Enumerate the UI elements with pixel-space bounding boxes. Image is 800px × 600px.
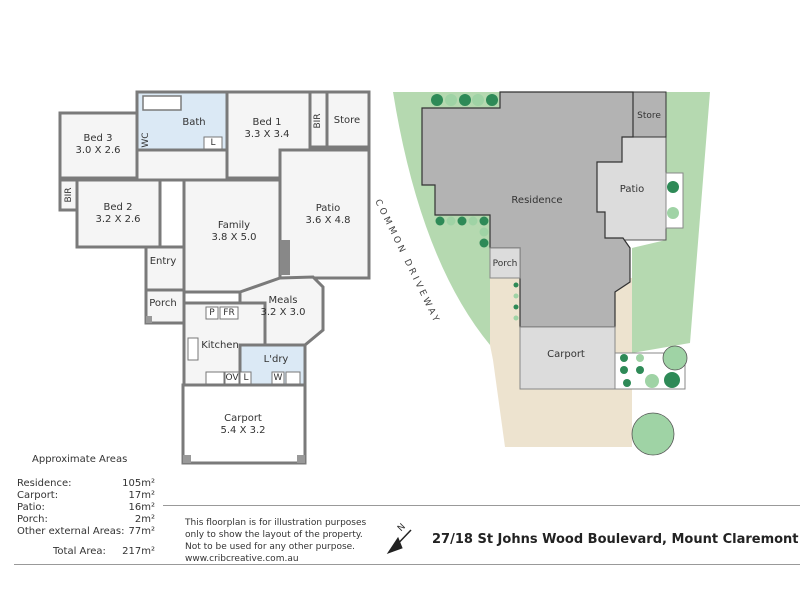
room-label-kitchen: Kitchen [201, 340, 239, 351]
room-hall [135, 148, 229, 182]
room-label-store: Store [333, 115, 361, 126]
fixture-wc: WC [141, 132, 151, 148]
room-label-bath: Bath [182, 117, 206, 128]
divider [14, 564, 800, 565]
fixture-oven: OV [225, 373, 239, 383]
fireplace [280, 240, 290, 275]
room-bed2 [75, 178, 162, 249]
room-label-bir1: BIR [313, 113, 323, 129]
room-label-porch: Porch [149, 298, 177, 309]
areas-title: Approximate Areas [32, 454, 128, 465]
floor-plan [58, 90, 371, 465]
site-label-patio: Patio [619, 184, 645, 195]
room-label-laundry: L'dry [263, 354, 289, 365]
fixture-fridge: FR [223, 308, 235, 318]
site-label-porch: Porch [492, 259, 518, 269]
area-row: Porch:2m² [17, 514, 155, 525]
north-arrow-icon [386, 529, 412, 554]
room-store [325, 90, 371, 149]
room-label-entry: Entry [149, 256, 177, 267]
room-family [182, 178, 282, 294]
fixture-washer: W [273, 373, 283, 383]
site-plan [393, 91, 710, 456]
bathtub [142, 95, 182, 111]
fixture-linen: L [210, 138, 216, 148]
area-row: Patio:16m² [17, 502, 155, 513]
site-label-residence: Residence [511, 195, 563, 206]
divider [163, 505, 800, 506]
room-label-bir2: BIR [64, 187, 74, 203]
residence-block [421, 91, 634, 328]
site-label-store: Store [637, 111, 661, 121]
area-row: Residence:105m² [17, 478, 155, 489]
area-row: Other external Areas:77m² [17, 526, 155, 537]
fixture-pantry: P [209, 308, 215, 318]
room-carport [181, 383, 307, 465]
lawn-left [393, 92, 500, 345]
property-address: 27/18 St Johns Wood Boulevard, Mount Cla… [432, 532, 799, 547]
disclaimer: This floorplan is for illustration purpo… [185, 518, 367, 564]
room-patio [278, 148, 371, 280]
area-row: Carport:17m² [17, 490, 155, 501]
room-porch [144, 288, 186, 325]
fixture-linen-laundry: L [243, 373, 249, 383]
porch-slab [489, 247, 521, 279]
carport-slab [519, 326, 616, 390]
trees [431, 94, 688, 456]
room-bed3 [58, 111, 139, 180]
site-label-carport: Carport [547, 349, 585, 360]
store-block [632, 91, 667, 138]
room-entry [144, 245, 186, 292]
